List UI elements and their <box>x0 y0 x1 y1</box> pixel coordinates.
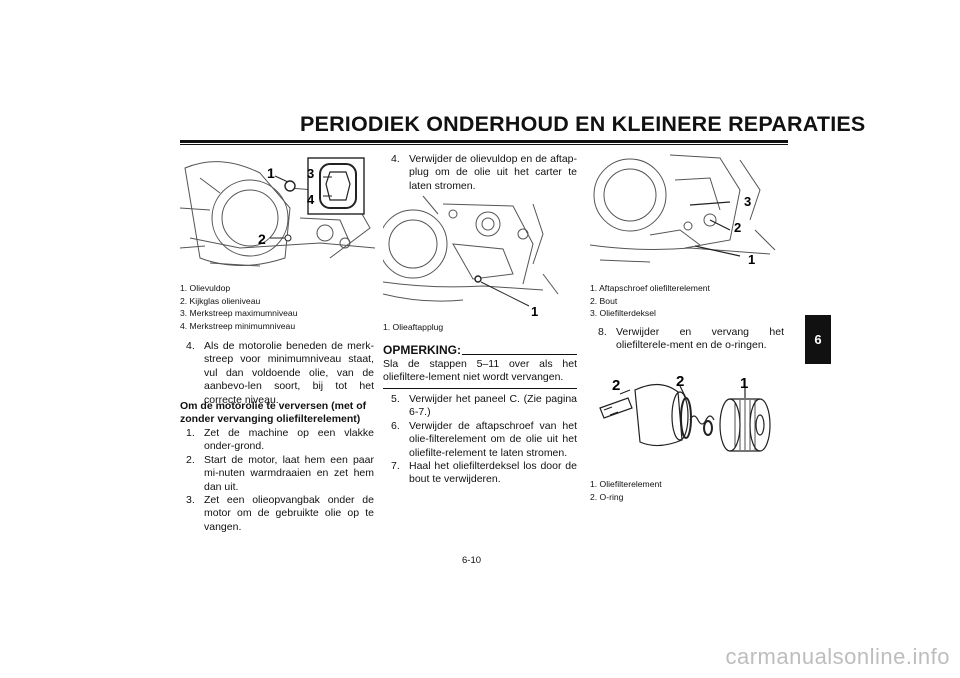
caption-item: 2. Bout <box>590 295 618 306</box>
figure-engine-oil-level: 1 2 3 4 <box>180 157 376 267</box>
caption-item: 1. Olieaftapplug <box>383 322 444 332</box>
figure4-callout-2a: 2 <box>612 377 620 394</box>
figure4-callout-2b: 2 <box>676 373 684 390</box>
list-item: 5. Verwijder het paneel C. (Zie pagina 6… <box>391 393 577 419</box>
section-heading: Om de motorolie te verversen (met of zon… <box>180 400 367 426</box>
note-text: Sla de stappen 5–11 over als het oliefil… <box>383 358 577 384</box>
list-item: 4. Verwijder de olievuldop en de aftap-p… <box>391 153 577 192</box>
figure4-caption: 1. Oliefilterelement 2. O-ring <box>590 478 662 503</box>
caption-item: 1. Aftapschroef oliefilterelement <box>590 283 710 293</box>
list-item: 1. Zet de machine op een vlakke onder-gr… <box>186 427 374 453</box>
caption-item: 4. Merkstreep minimumniveau <box>180 320 296 331</box>
page-number: 6-10 <box>462 555 482 566</box>
col2-intro: 4. Verwijder de olievuldop en de aftap-p… <box>391 153 577 193</box>
note-rule-bottom <box>383 388 577 389</box>
col3-text: 8. Verwijder en vervang het oliefilterel… <box>598 326 784 353</box>
figure3-caption: 1. Aftapschroef oliefilterelement 2. Bou… <box>590 282 710 320</box>
list-item: 3. Zet een olieopvangbak onder de motor … <box>186 494 374 533</box>
figure1-callout-4: 4 <box>307 192 315 207</box>
caption-item: 1. Oliefilterelement <box>590 479 662 489</box>
figure3-callout-2: 2 <box>734 220 741 235</box>
list-item: 7. Haal het oliefilterdeksel los door de… <box>391 460 577 486</box>
figure-oil-drain-plug: 1 <box>383 195 559 318</box>
header-rule-thin <box>180 144 788 145</box>
figure4-callout-1: 1 <box>740 375 748 392</box>
figure1-callout-1: 1 <box>267 165 275 181</box>
list-item: 6. Verwijder de aftapschroef van het oli… <box>391 419 577 459</box>
caption-item: 1. Olievuldop <box>180 283 231 293</box>
col1-steps: 1. Zet de machine op een vlakke onder-gr… <box>186 427 374 534</box>
figure1-callout-3: 3 <box>307 166 314 181</box>
page-header-title: PERIODIEK ONDERHOUD EN KLEINERE REPARATI… <box>300 112 866 136</box>
caption-item: 2. Kijkglas olieniveau <box>180 295 261 306</box>
caption-item: 2. O-ring <box>590 491 624 502</box>
caption-item: 3. Oliefilterdeksel <box>590 308 656 319</box>
figure-oil-filter-cover: 3 2 1 <box>590 154 776 267</box>
list-item: 4. Als de motorolie beneden de merk-stre… <box>186 340 374 406</box>
chapter-tab: 6 <box>805 315 831 364</box>
note-heading: OPMERKING: <box>383 343 461 357</box>
list-item: 2. Start de motor, laat hem een paar mi-… <box>186 453 374 493</box>
list-item: 8. Verwijder en vervang het oliefilterel… <box>598 326 784 352</box>
figure3-callout-1: 1 <box>748 252 755 267</box>
figure1-caption: 1. Olievuldop 2. Kijkglas olieniveau 3. … <box>180 282 298 332</box>
figure2-caption: 1. Olieaftapplug <box>383 321 443 334</box>
figure-oil-filter-parts: 2 2 1 <box>599 373 771 452</box>
watermark: carmanualsonline.info <box>725 644 950 669</box>
col2-steps: 5. Verwijder het paneel C. (Zie pagina 6… <box>391 393 577 487</box>
col1-text: 4. Als de motorolie beneden de merk-stre… <box>186 340 374 407</box>
caption-item: 3. Merkstreep maximumniveau <box>180 308 298 319</box>
note-rule <box>462 354 577 355</box>
header-rule <box>180 140 788 143</box>
figure1-callout-2: 2 <box>258 231 266 247</box>
figure2-callout-1: 1 <box>531 304 538 318</box>
figure3-callout-3: 3 <box>744 194 751 209</box>
